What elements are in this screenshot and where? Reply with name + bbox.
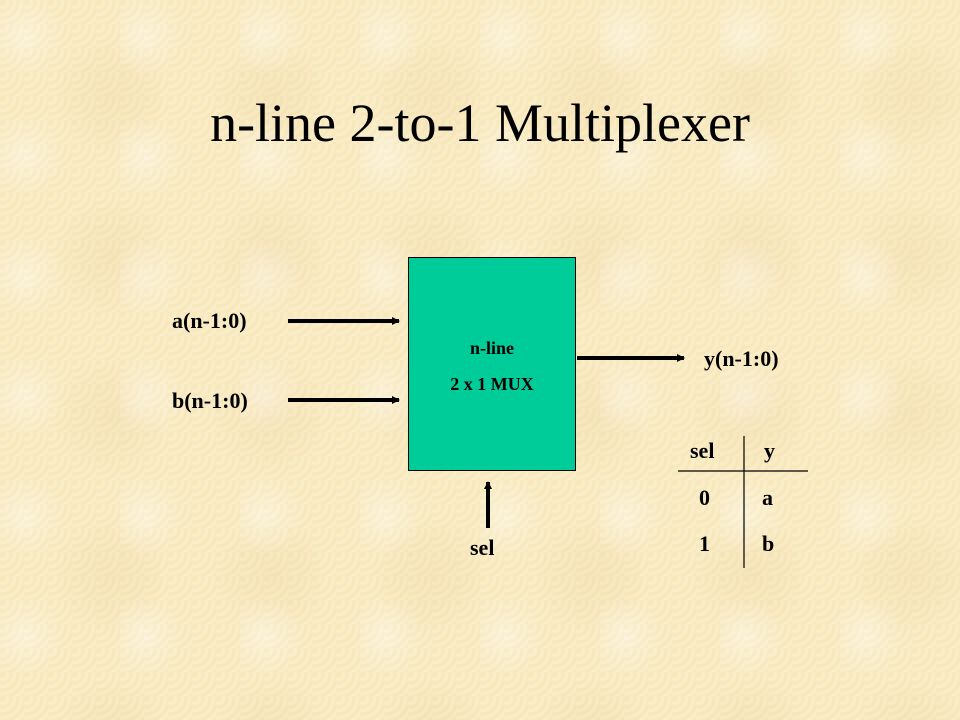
mux-label-line1: n-line: [469, 338, 514, 358]
output-y-label: y(n-1:0): [704, 346, 779, 371]
truth-table-header-y: y: [764, 438, 775, 463]
mux-label-line2: 2 x 1 MUX: [450, 374, 534, 394]
truth-table-row1-y: b: [762, 531, 775, 556]
mux-block: n-line 2 x 1 MUX: [408, 257, 576, 471]
truth-table-row0-sel: 0: [699, 485, 710, 510]
truth-table-header-sel: sel: [690, 438, 715, 463]
truth-table-row0-y: a: [762, 485, 773, 510]
input-b-label: b(n-1:0): [172, 388, 248, 413]
page-title: n-line 2-to-1 Multiplexer: [210, 93, 750, 153]
input-a-label: a(n-1:0): [172, 308, 247, 333]
sel-input-label: sel: [470, 535, 495, 560]
truth-table-row1-sel: 1: [699, 531, 710, 556]
